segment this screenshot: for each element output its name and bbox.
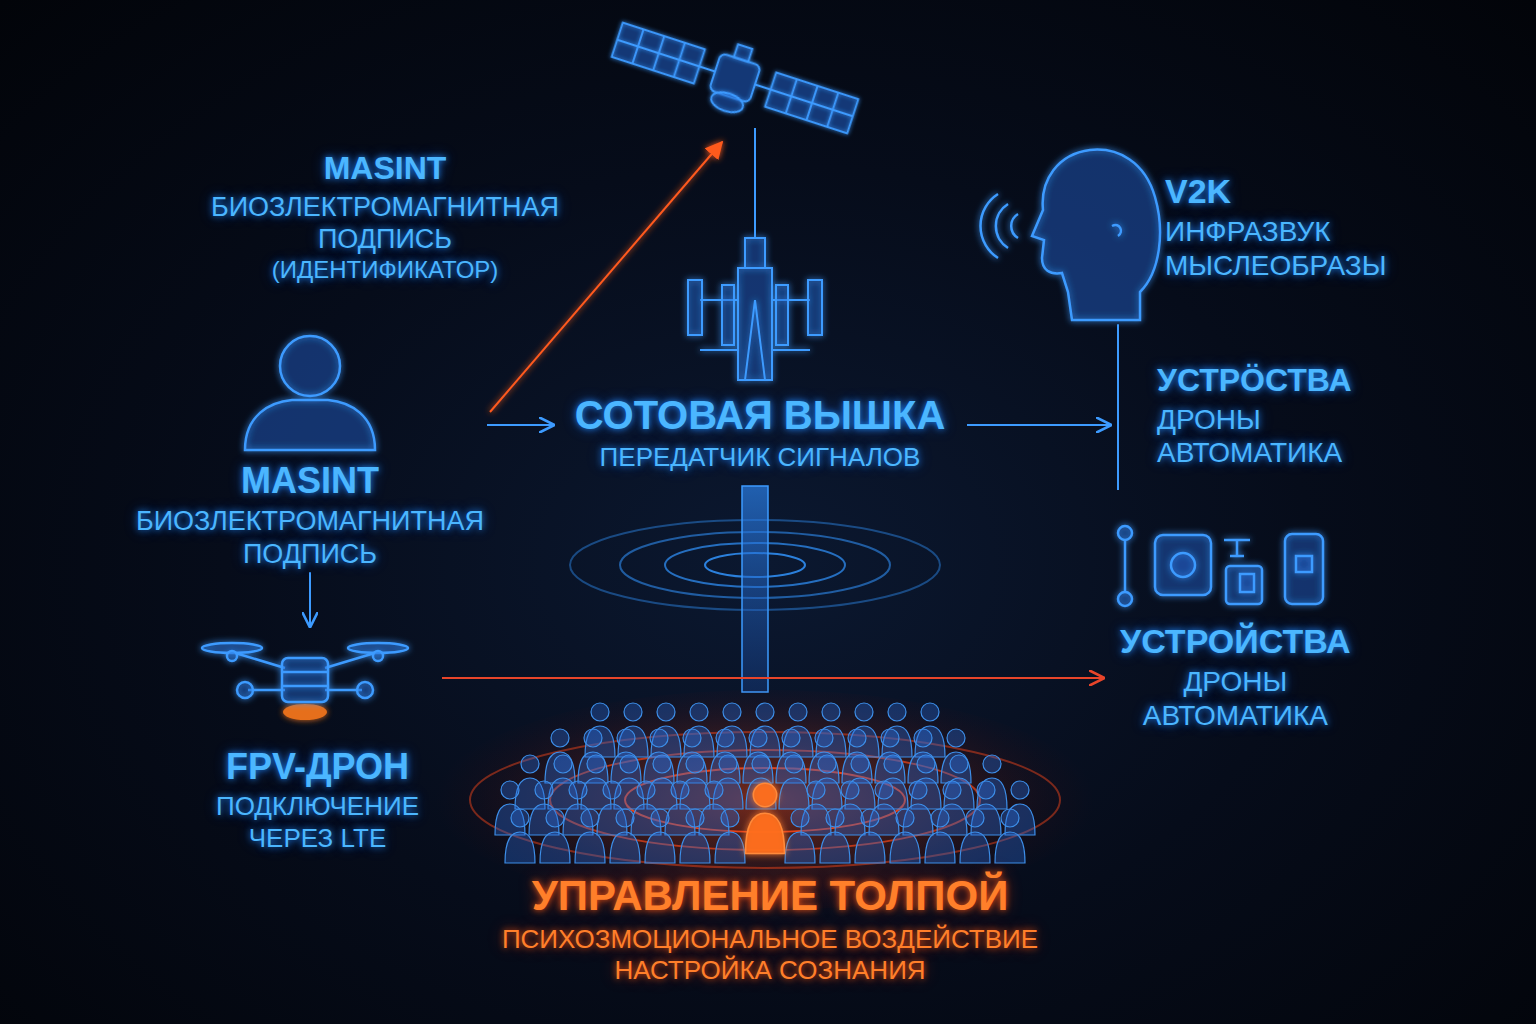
crowd-person [977, 755, 1007, 809]
drone-icon [202, 643, 408, 702]
crowd-person [890, 809, 920, 863]
crowd-person [801, 781, 831, 835]
crowd-person [941, 729, 971, 783]
crowd-person [783, 703, 813, 757]
crowd-person [715, 809, 745, 863]
crowd-person [645, 809, 675, 863]
head-icon [1032, 150, 1160, 320]
crowd-person [750, 703, 780, 757]
tower-node: СОТОВАЯ ВЫШКА ПЕРЕДАТЧИК СИГНАЛОВ [555, 392, 965, 473]
connector-arrow [309, 572, 311, 626]
label-group: MASINT БИОЗЛЕКТРОМАГНИТНАЯ ПОДПИСЬ(ИДЕНТИ… [195, 150, 575, 284]
node-heading: УСТРОЙСТВА [1120, 622, 1351, 661]
annotation-label: MASINT [324, 150, 447, 187]
tower-icon [688, 238, 822, 380]
device-icons [1118, 526, 1323, 606]
person-icon [245, 336, 375, 450]
crowd-person [581, 755, 611, 809]
crowd-person [743, 729, 773, 783]
crowd-person [651, 703, 681, 757]
crowd-person [944, 755, 974, 809]
devices-text-node: УСТРÖСТВА ДРОНЫ АВТОМАТИКА [1112, 362, 1361, 470]
crowd-person [746, 783, 785, 853]
crowd-person [665, 781, 695, 835]
crowd-figures [495, 703, 1035, 863]
annotation-label: БИОЗЛЕКТРОМАГНИТНАЯ ПОДПИСЬ [211, 191, 559, 256]
crowd-person [647, 755, 677, 809]
crowd-person [779, 755, 809, 809]
crowd-person [644, 729, 674, 783]
person-node: MASINTБИОЗЛЕКТРОМАГНИТНАЯ ПОДПИСЬ [135, 320, 485, 570]
crowd-person [842, 729, 872, 783]
node-body: ПСИХОЗМОЦИОНАЛЬНОЕ ВОЗДЕЙСТВИЕ НАСТРОЙКА… [460, 924, 1080, 986]
crowd-person [699, 781, 729, 835]
crowd-person [925, 809, 955, 863]
crowd-person [545, 729, 575, 783]
crowd-person [575, 809, 605, 863]
node-heading: СОТОВАЯ ВЫШКА [575, 392, 946, 438]
drone-glow [283, 704, 327, 720]
crowd-person [849, 703, 879, 757]
node-heading: MASINT [241, 460, 379, 501]
crowd-person [578, 729, 608, 783]
drone-node: FPV-ДРОНПОДКЛЮЧЕНИЕ ЧЕРЕЗ LTE [195, 628, 440, 854]
crowd-person [908, 729, 938, 783]
annotation-label: (ИДЕНТИФИКАТОР) [272, 256, 499, 285]
sound-waves [980, 194, 1018, 258]
crowd-person [505, 809, 535, 863]
bracket-line [1117, 360, 1119, 490]
node-body: ДРОНЫ АВТОМАТИКА [1143, 665, 1328, 732]
crowd-person [611, 729, 641, 783]
crowd-person [809, 729, 839, 783]
crowd-person [710, 729, 740, 783]
node-body: ПОДКЛЮЧЕНИЕ ЧЕРЕЗ LTE [203, 791, 433, 853]
crowd-person [677, 729, 707, 783]
crowd-person [820, 809, 850, 863]
satellite-icon [607, 8, 863, 149]
crowd-person [816, 703, 846, 757]
crowd-node: УПРАВЛЕНИЕ ТОЛПОЙПСИХОЗМОЦИОНАЛЬНОЕ ВОЗД… [455, 872, 1085, 987]
devices-node: УСТРОЙСТВА ДРОНЫ АВТОМАТИКА [1105, 522, 1361, 732]
crowd-person [585, 703, 615, 757]
crowd-person [680, 809, 710, 863]
connector-arrow [487, 424, 553, 426]
connector-arrow [442, 677, 1103, 679]
node-heading: V2K [1165, 172, 1231, 211]
crowd-person [960, 809, 990, 863]
crowd-person [684, 703, 714, 757]
uplink-arrow [490, 142, 722, 412]
crowd-person [995, 809, 1025, 863]
tower-mast [742, 486, 768, 692]
crowd-person [540, 809, 570, 863]
crowd-person [882, 703, 912, 757]
connector-arrow [1117, 324, 1119, 360]
node-body: ИНФРАЗВУК МЫСЛЕОБРАЗЫ [1165, 215, 1386, 282]
crowd-person [875, 729, 905, 783]
crowd-person [915, 703, 945, 757]
node-heading: УСТРÖСТВА [1157, 362, 1351, 399]
node-heading: FPV-ДРОН [226, 746, 409, 787]
node-heading: УПРАВЛЕНИЕ ТОЛПОЙ [532, 872, 1009, 920]
satellite-link [754, 128, 756, 238]
node-body: БИОЗЛЕКТРОМАГНИТНАЯ ПОДПИСЬ [136, 505, 484, 570]
crowd-person [618, 703, 648, 757]
crowd-person [717, 703, 747, 757]
node-body: ДРОНЫ АВТОМАТИКА [1157, 403, 1342, 470]
node-body: ПЕРЕДАТЧИК СИГНАЛОВ [600, 442, 921, 473]
crowd-person [776, 729, 806, 783]
head-node: V2K ИНФРАЗВУК МЫСЛЕОБРАЗЫ [1030, 150, 1396, 322]
connector-arrow [967, 424, 1110, 426]
crowd-person [785, 809, 815, 863]
crowd-person [610, 809, 640, 863]
crowd-person [746, 755, 776, 809]
crowd-person [835, 781, 865, 835]
crowd-person [855, 809, 885, 863]
crowd-person [614, 755, 644, 809]
